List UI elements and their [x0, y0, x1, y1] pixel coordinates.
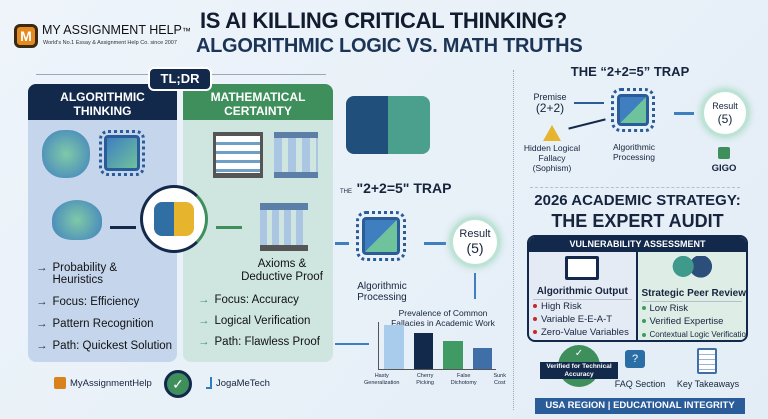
chart-x-labels: Hasty Generalization Cherry Picking False … [364, 373, 506, 386]
vulnerability-assessment: VULNERABILITY ASSESSMENT Algorithmic Out… [527, 235, 748, 342]
review-item: Verified Expertise [641, 315, 743, 328]
arrow-into-chart [335, 343, 369, 345]
arrow-to-result [424, 242, 446, 245]
footer-logo-jogametech: JogaMeTech [206, 377, 270, 389]
mah-logo-icon [54, 377, 66, 389]
tldr-badge: TL;DR [148, 67, 212, 91]
chart-x-label: Cherry Picking [416, 373, 434, 386]
axioms-caption: Axioms & Deductive Proof [241, 258, 323, 283]
region-banner: USA REGION | EDUCATIONAL INTEGRITY [535, 398, 745, 414]
list-item: →Focus: Accuracy [198, 294, 299, 306]
temple-icon [260, 203, 308, 251]
right-divider [513, 70, 514, 410]
list-item: →Pattern Recognition [36, 318, 154, 330]
puzzle-icon [346, 96, 430, 154]
right-result: Result(5) [701, 89, 749, 137]
pillars-icon [274, 132, 318, 178]
chart-title: Prevalence of Common Fallacies in Academ… [391, 308, 495, 328]
risk-item: Variable E-E-A-T [533, 313, 632, 326]
right-chip-icon [611, 88, 655, 132]
middle-trap-title: THE "2+2=5" TRAP [340, 180, 452, 196]
algorithmic-output-column: Algorithmic Output High Risk Variable E-… [529, 252, 638, 340]
logo-mark: M [14, 24, 38, 48]
chip-icon [99, 130, 145, 176]
peer-review-column: Strategic Peer Review Low Risk Verified … [637, 252, 746, 340]
mathematical-list: →Focus: Accuracy →Logical Verification →… [198, 294, 338, 348]
clipboard-icon [697, 348, 717, 374]
warning-icon [543, 125, 561, 141]
right-trap-title: THE “2+2=5” TRAP [570, 64, 690, 79]
chart-bar [472, 348, 492, 369]
list-item: →Path: Flawless Proof [198, 336, 320, 348]
logo-name: MY ASSIGNMENT HELP™ [42, 23, 191, 37]
list-item: →Path: Quickest Solution [36, 340, 173, 352]
gigo-icon [718, 147, 730, 159]
chart-bar [384, 325, 404, 369]
right-result-arrow [674, 112, 694, 115]
people-review-icon [669, 256, 714, 282]
middle-result: Result(5) [450, 217, 500, 267]
algorithmic-output-title: Algorithmic Output [533, 286, 632, 300]
arrow-right-icon [216, 226, 242, 229]
assessment-header: VULNERABILITY ASSESSMENT [529, 237, 746, 252]
brain-side-icon [52, 200, 102, 240]
title-line-1: IS AI KILLING CRITICAL THINKING? [200, 8, 567, 33]
verified-badge: Verified for Technical Accuracy [540, 362, 618, 379]
section-divider [530, 187, 740, 188]
title-line-2: ALGORITHMIC LOGIC VS. MATH TRUTHS [196, 35, 583, 57]
footer-logo-mah: MyAssignmentHelp [54, 377, 152, 389]
risk-item: Zero-Value Variables [533, 326, 632, 339]
brain-puzzle-icon [140, 185, 208, 253]
brain-icon [42, 130, 90, 178]
algorithmic-list: →Probability & Heuristics →Focus: Effici… [36, 262, 176, 352]
arrow-into-processing [335, 242, 349, 245]
list-item: →Logical Verification [198, 315, 311, 327]
premise-arrow [574, 102, 604, 104]
arrow-left-icon [110, 226, 136, 229]
premise-label: Premise(2+2) [533, 92, 567, 115]
monitor-gear-icon [565, 256, 600, 280]
faq-icon: ? [625, 350, 645, 368]
list-item: →Probability & Heuristics [36, 262, 118, 286]
faq-section-link[interactable]: FAQ Section [614, 379, 666, 389]
key-takeaways-link[interactable]: Key Takeaways [676, 379, 740, 389]
peer-review-title: Strategic Peer Review [641, 288, 746, 302]
logo: M MY ASSIGNMENT HELP™ World's No.1 Essay… [14, 22, 199, 52]
logo-tagline: World's No.1 Essay & Assignment Help Co.… [43, 40, 177, 46]
review-item: Contextual Logic Verification [641, 328, 746, 340]
risk-item: High Risk [533, 300, 632, 313]
strategy-line-1: 2026 ACADEMIC STRATEGY: [534, 192, 741, 209]
review-item: Low Risk [641, 302, 743, 315]
gigo-label: GIGO [711, 163, 737, 174]
fallacy-bar-chart [378, 322, 496, 370]
right-processing-label: Algorithmic Processing [612, 142, 656, 162]
fallacy-label: Hidden Logical Fallacy (Sophism) [523, 143, 581, 173]
processing-chip-icon [356, 211, 406, 261]
chart-x-label: Hasty Generalization [364, 373, 400, 386]
strategy-line-2: THE EXPERT AUDIT [551, 211, 724, 231]
fallacy-arrow [568, 118, 606, 130]
list-item: →Focus: Efficiency [36, 296, 140, 308]
jogametech-logo-icon [206, 377, 212, 389]
chart-x-label: False Dichotomy [450, 373, 477, 386]
chart-bar [413, 332, 433, 369]
abacus-icon [213, 132, 263, 178]
chart-x-label: Sunk Cost [493, 373, 506, 386]
verified-check-icon: ✓ [164, 370, 192, 398]
processing-label: Algorithmic Processing [357, 281, 407, 303]
arrow-down-to-chart [474, 273, 476, 299]
panel-mathematical-certainty: MATHEMATICAL CERTAINTY [183, 84, 333, 362]
chart-bar [443, 340, 463, 369]
